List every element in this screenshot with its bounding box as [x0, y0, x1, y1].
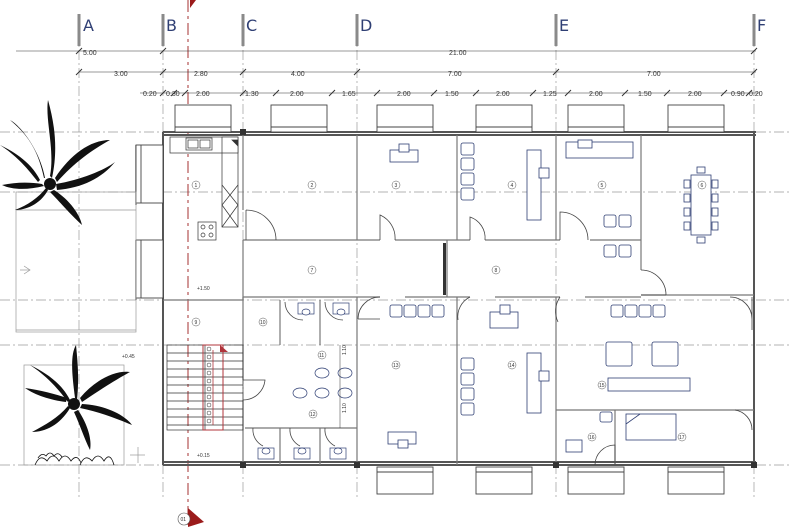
windows-top	[174, 104, 725, 133]
dim-1-25: 1.25	[543, 91, 557, 98]
palm-tree-bottom-icon	[25, 345, 132, 450]
section-marker-label: 01	[181, 517, 187, 523]
windows-left	[135, 144, 164, 299]
dim-2-00-f: 2.00	[589, 91, 603, 98]
windows-bottom	[376, 466, 725, 495]
dimension-ticks	[75, 47, 758, 97]
dim-0-30: 0.30	[166, 91, 180, 98]
room-tag-lounge: 15	[599, 383, 605, 389]
room-tag-circles	[191, 180, 707, 442]
dim-2-00-b: 2.00	[196, 91, 210, 98]
room-tag-reception: 16	[589, 435, 595, 441]
room-tag-labels: 1 2 3 4 5 6 7 8 9 10 11 12 13 14 15 16 1…	[195, 183, 704, 441]
stair-step-markers	[206, 346, 212, 424]
room-tag-manager: 17	[679, 435, 685, 441]
dim-2-80: 2.80	[194, 71, 208, 78]
dim-1-50-b: 1.50	[638, 91, 652, 98]
room-tag-office-e1: 4	[511, 183, 514, 189]
dim-0-90: 0.90	[731, 91, 745, 98]
level-stair-base: +0.45	[122, 354, 135, 360]
room-tag-storage: 10	[260, 320, 266, 326]
grid-label-c: C	[246, 16, 257, 35]
kitchen-fixtures	[169, 136, 239, 241]
room-tag-office-e2: 5	[601, 183, 604, 189]
grid-markers	[77, 14, 756, 46]
grid-label-a: A	[83, 16, 94, 35]
shrubs-icon	[34, 452, 115, 466]
grid-label-b: B	[166, 16, 177, 35]
room-tag-hall-d: 13	[393, 363, 399, 369]
columns	[240, 129, 757, 468]
room-tag-office-de: 14	[509, 363, 515, 369]
room-tag-stair-hall: 9	[195, 320, 198, 326]
grid-label-f: F	[757, 16, 766, 35]
room-tag-conference: 6	[701, 183, 704, 189]
dim-2-00-d: 2.00	[397, 91, 411, 98]
dim-4-00: 4.00	[291, 71, 305, 78]
office-furniture	[387, 139, 719, 453]
room-tag-wc-hall: 12	[310, 412, 316, 418]
room-tag-corridor-right: 8	[495, 268, 498, 274]
dim-2-00-g: 2.00	[688, 91, 702, 98]
dim-7-00-b: 7.00	[647, 71, 661, 78]
grid-label-e: E	[559, 16, 569, 35]
dim-0-20-left: 0.20	[143, 91, 157, 98]
room-tag-office-c: 2	[311, 183, 314, 189]
wc-fixtures	[257, 302, 353, 460]
dim-2-00-c: 2.00	[290, 91, 304, 98]
toilet-dim-lower: 1.10	[342, 403, 348, 413]
dim-21-00: 21.00	[449, 50, 467, 57]
toilet-dim-upper: 1.10	[342, 345, 348, 355]
grid-label-d: D	[360, 16, 372, 35]
room-tag-office-d: 3	[395, 183, 398, 189]
room-tag-wc-lobby: 11	[319, 353, 324, 359]
palm-tree-top-icon	[0, 100, 115, 225]
dim-1-30: 1.30	[245, 91, 259, 98]
doors	[242, 209, 753, 466]
dim-3-00: 3.00	[114, 71, 128, 78]
room-tag-corridor-main: 7	[311, 268, 314, 274]
section-line: 01	[177, 0, 204, 527]
dim-7-00-a: 7.00	[448, 71, 462, 78]
terrace-ramp	[15, 191, 145, 466]
dim-1-65: 1.65	[342, 91, 356, 98]
level-entry: +0.15	[197, 453, 210, 459]
dim-1-50-a: 1.50	[445, 91, 459, 98]
dim-5-00: 5.00	[83, 50, 97, 57]
dim-0-20-right: 0.20	[749, 91, 763, 98]
level-landing: +1.50	[197, 286, 210, 292]
dim-2-00-e: 2.00	[496, 91, 510, 98]
staircase	[166, 344, 244, 431]
interior-walls	[163, 135, 754, 465]
room-tag-kitchen: 1	[195, 183, 198, 189]
